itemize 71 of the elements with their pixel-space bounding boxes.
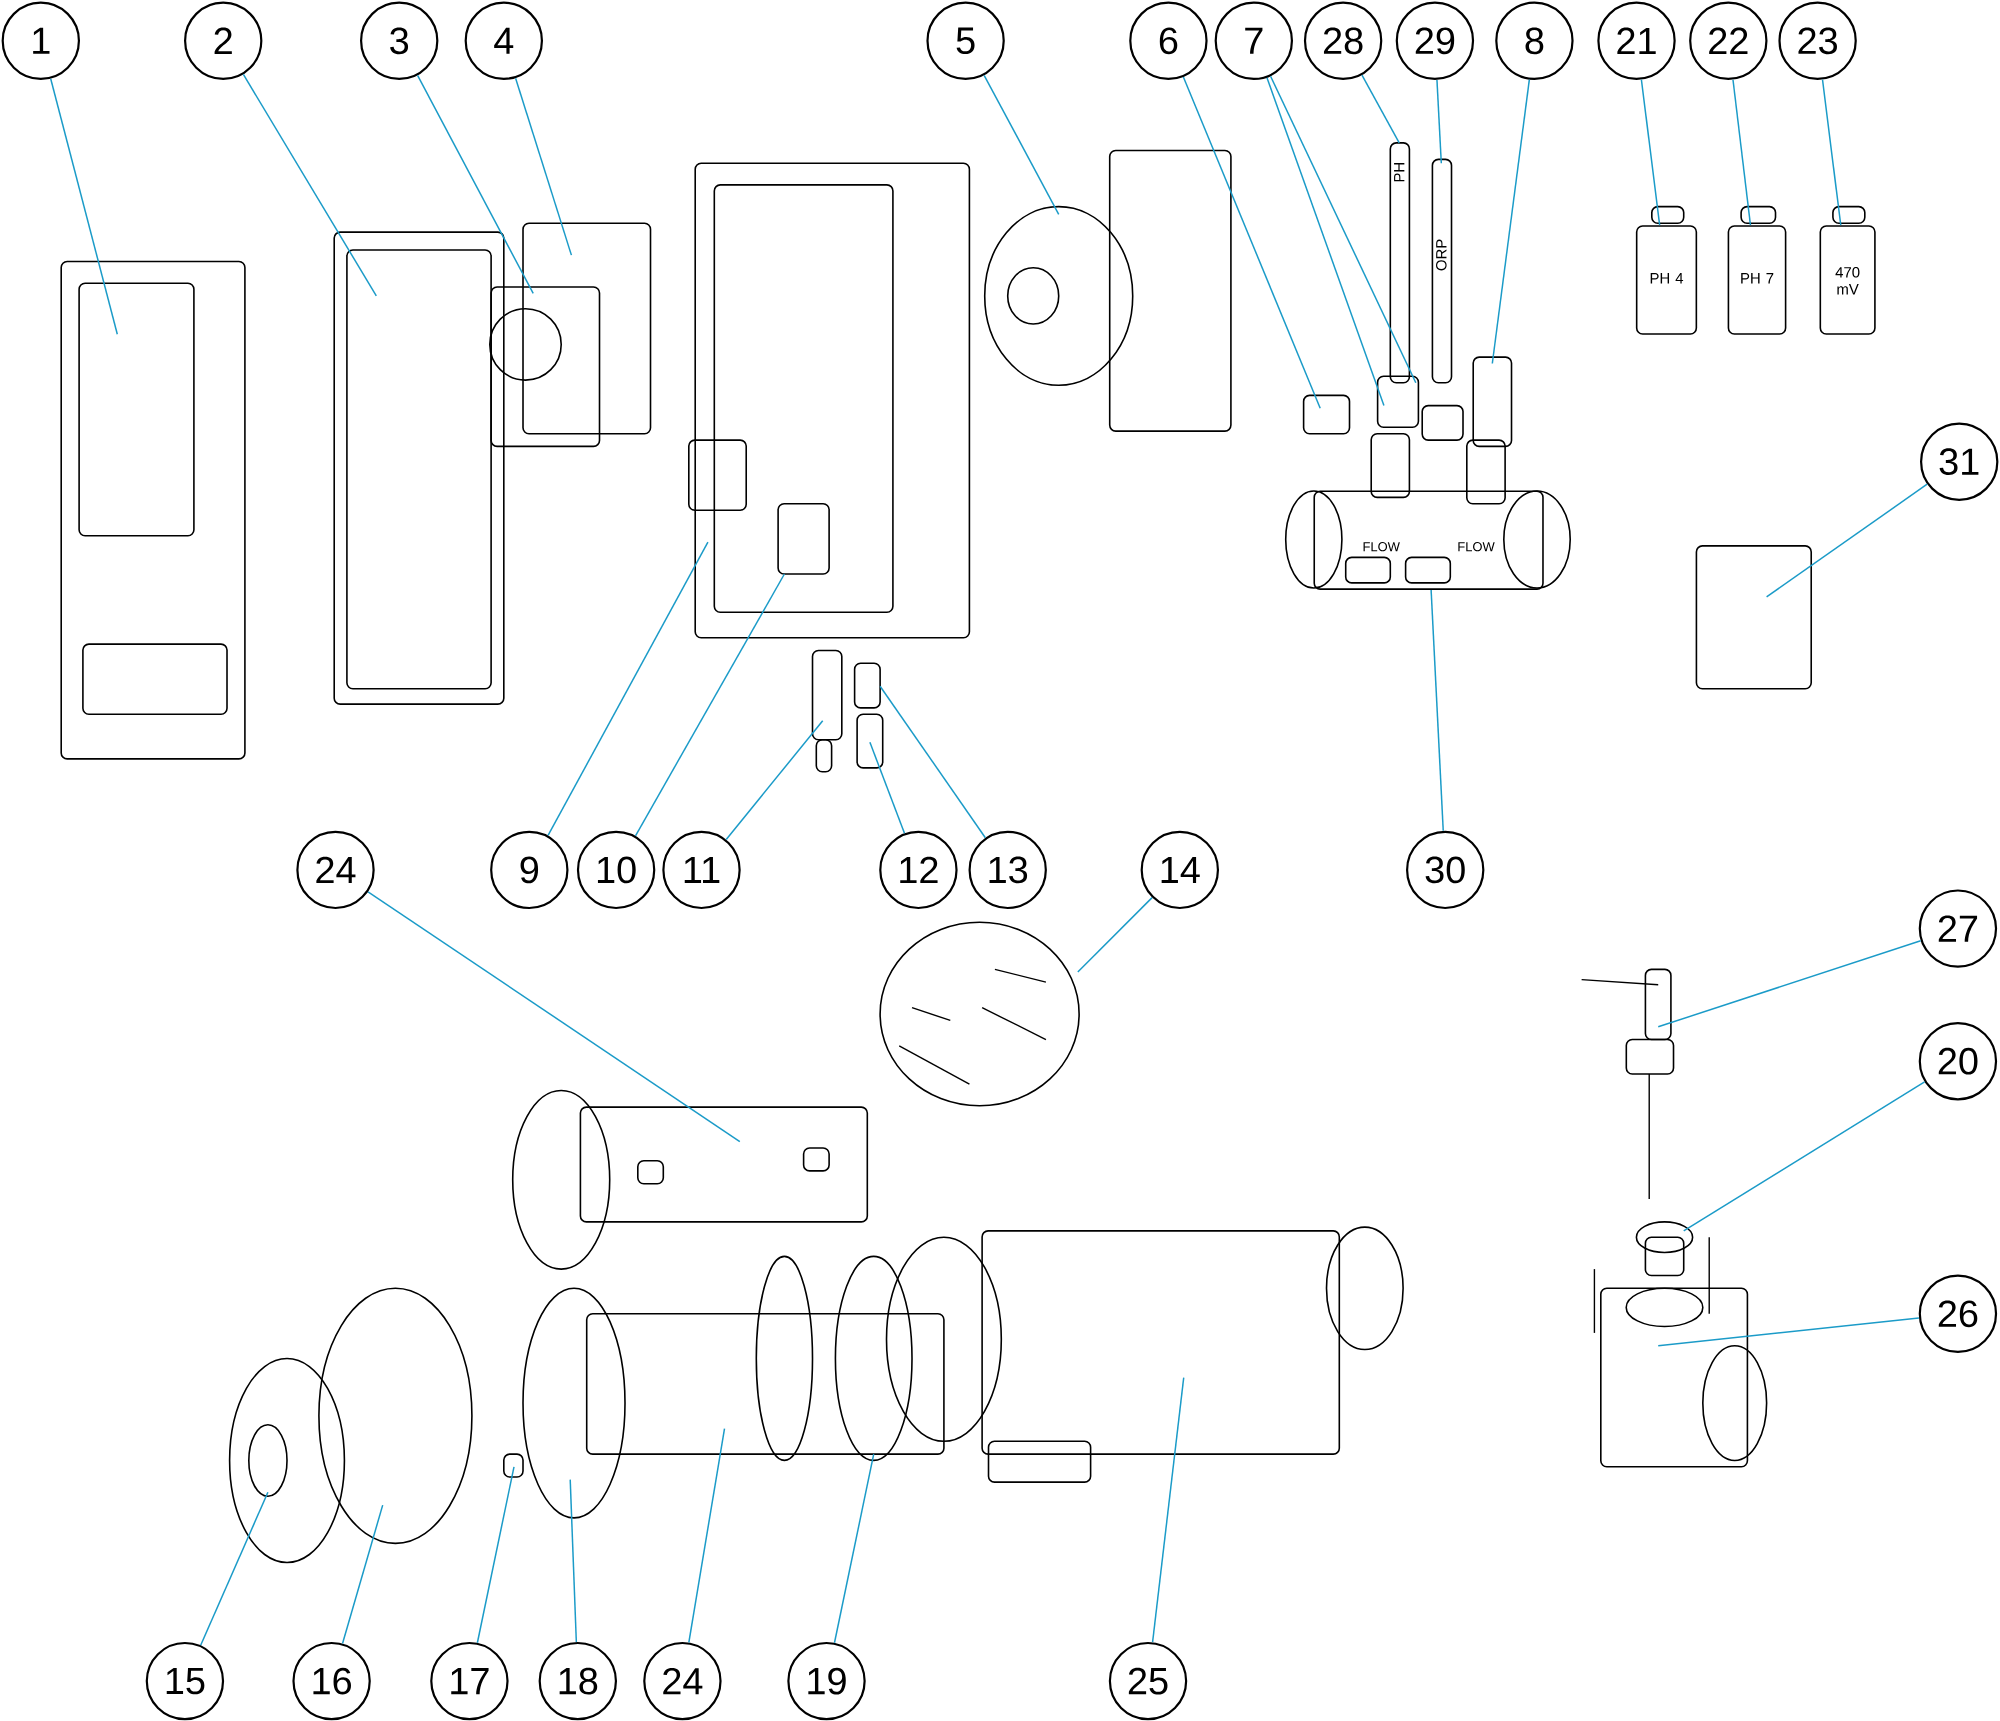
probe-label: ORP xyxy=(1436,239,1447,271)
leader-line xyxy=(242,73,378,297)
leader-line xyxy=(569,1478,578,1643)
callout-number: 4 xyxy=(464,1,543,80)
leader-line xyxy=(547,541,709,837)
leader-line xyxy=(833,1453,875,1644)
leader-line xyxy=(514,77,573,256)
callout-number: 18 xyxy=(538,1641,617,1721)
callout-number: 15 xyxy=(145,1641,225,1721)
callout-number: 23 xyxy=(1778,1,1857,80)
leader-line xyxy=(476,1466,515,1644)
callout-number: 1 xyxy=(1,1,80,80)
leader-line xyxy=(367,891,741,1143)
leader-line xyxy=(1732,78,1752,226)
callout-number: 9 xyxy=(490,830,569,910)
callout-number: 16 xyxy=(292,1641,371,1721)
callout-number: 2 xyxy=(184,1,263,80)
leader-line xyxy=(1640,78,1661,226)
callout-number: 24 xyxy=(296,830,375,910)
leader-line xyxy=(725,719,824,841)
leader-line xyxy=(1765,483,1928,598)
callout-number: 31 xyxy=(1920,422,1999,501)
callout-number: 10 xyxy=(576,830,656,910)
leader-line xyxy=(1266,76,1385,407)
callout-number: 3 xyxy=(360,1,439,80)
leader-line xyxy=(1657,1317,1920,1347)
leader-line xyxy=(634,573,786,837)
bottle: PH 7 xyxy=(1727,225,1787,335)
leader-line xyxy=(199,1491,269,1646)
leader-line xyxy=(416,74,534,295)
leader-line xyxy=(1682,1081,1926,1232)
callout-number: 8 xyxy=(1495,1,1574,80)
probe-label: PH xyxy=(1394,163,1405,182)
callout-number: 6 xyxy=(1129,1,1208,80)
flow-cell: FLOW FLOW xyxy=(1313,490,1544,590)
leader-line xyxy=(1821,78,1842,226)
leader-line xyxy=(1077,896,1153,973)
leader-line xyxy=(879,685,987,839)
leader-line xyxy=(1430,589,1444,832)
leader-line xyxy=(983,74,1060,216)
callout-number: 21 xyxy=(1597,1,1676,80)
leader-line xyxy=(688,1427,726,1644)
callout-number: 13 xyxy=(968,830,1047,910)
callout-number: 25 xyxy=(1108,1641,1188,1721)
leader-line xyxy=(1269,75,1417,384)
bottle: PH 4 xyxy=(1635,225,1698,335)
callout-number: 29 xyxy=(1395,1,1475,80)
callout-number: 7 xyxy=(1214,1,1293,80)
leader-line xyxy=(1182,76,1321,409)
leader-line xyxy=(869,741,906,834)
leader-line xyxy=(49,78,119,335)
callout-number: 27 xyxy=(1918,889,1998,968)
callout-number: 14 xyxy=(1140,830,1219,910)
callout-number: 24 xyxy=(643,1641,722,1721)
leader-line xyxy=(1657,940,1922,1028)
leader-line xyxy=(1491,78,1531,365)
callout-number: 20 xyxy=(1918,1022,1998,1101)
callout-number: 28 xyxy=(1303,1,1383,80)
leader-line xyxy=(1436,79,1443,165)
callout-number: 17 xyxy=(430,1641,509,1721)
callout-number: 26 xyxy=(1918,1274,1998,1353)
bottle: 470 mV xyxy=(1819,225,1876,335)
leader-line xyxy=(1151,1376,1185,1643)
callout-number: 22 xyxy=(1689,1,1768,80)
callout-number: 11 xyxy=(662,830,741,910)
leader-line xyxy=(1361,74,1400,144)
callout-number: 12 xyxy=(879,830,958,910)
callout-number: 5 xyxy=(926,1,1005,80)
leader-line xyxy=(341,1504,384,1645)
callout-number: 19 xyxy=(787,1641,866,1721)
callout-number: 30 xyxy=(1406,830,1485,910)
